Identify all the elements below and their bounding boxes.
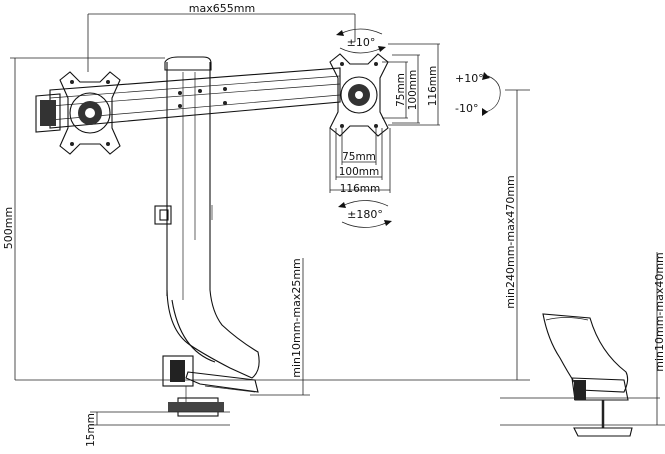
vesa-v-116: 116mm: [427, 66, 439, 107]
vesa-v-100: 100mm: [407, 70, 419, 111]
swivel-indicator: ±10°: [336, 28, 386, 54]
tilt-down-label: -10°: [455, 102, 478, 115]
arm-height-dim: min240mm-max470mm: [300, 89, 530, 381]
base-offset-label: 15mm: [85, 413, 97, 447]
tilt-indicator: +10° -10°: [455, 72, 501, 116]
tilt-up-label: +10°: [455, 72, 484, 85]
span-dimension: max655mm: [87, 2, 356, 72]
vesa-h-75: 75mm: [342, 151, 376, 163]
right-vesa-plate: [329, 53, 389, 137]
base: [162, 289, 260, 417]
left-vesa-plate: [59, 71, 121, 155]
clamp-side-detail: min10mm-max40mm: [500, 252, 665, 437]
swivel-label: ±10°: [347, 36, 376, 49]
base-offset-dim: 15mm: [85, 411, 230, 447]
rotation-label: ±180°: [347, 208, 383, 221]
desk-range-main-label: min10mm-max25mm: [290, 258, 303, 378]
pole: [154, 56, 213, 300]
vesa-h-116: 116mm: [340, 183, 381, 195]
vesa-vertical-dims: 75mm 100mm 116mm: [382, 43, 440, 126]
pole-height-dim: 500mm: [2, 57, 165, 380]
span-label: max655mm: [189, 2, 255, 15]
arm-height-label: min240mm-max470mm: [504, 175, 517, 309]
desk-range-clamp-label: min10mm-max40mm: [653, 252, 665, 372]
rotation-indicator: ±180°: [338, 200, 392, 228]
vesa-v-75: 75mm: [395, 73, 407, 107]
pole-height-label: 500mm: [2, 207, 15, 249]
desk-range-main-dim: min10mm-max25mm: [250, 258, 310, 396]
vesa-h-100: 100mm: [339, 166, 380, 178]
vesa-horizontal-dims: 75mm 100mm 116mm: [329, 128, 391, 195]
crossbar: [35, 67, 341, 133]
